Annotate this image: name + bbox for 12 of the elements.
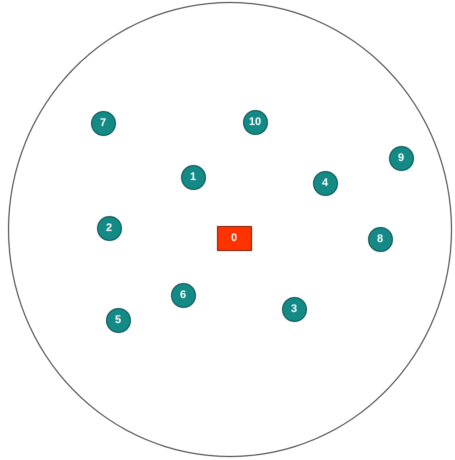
- numbered-circle: 6: [170, 282, 196, 308]
- numbered-circle: 7: [90, 110, 116, 136]
- numbered-square: 0: [216, 226, 252, 250]
- numbered-circle: 2: [96, 216, 122, 240]
- numbered-circle: 5: [106, 308, 130, 332]
- numbered-circle: 9: [388, 146, 414, 170]
- numbered-circle: 3: [282, 296, 306, 322]
- numbered-circle: 1: [180, 164, 206, 190]
- numbered-circle: 4: [312, 170, 338, 196]
- large-circle: [8, 2, 452, 457]
- numbered-circle: 8: [368, 226, 392, 252]
- numbered-circle: 10: [242, 110, 268, 134]
